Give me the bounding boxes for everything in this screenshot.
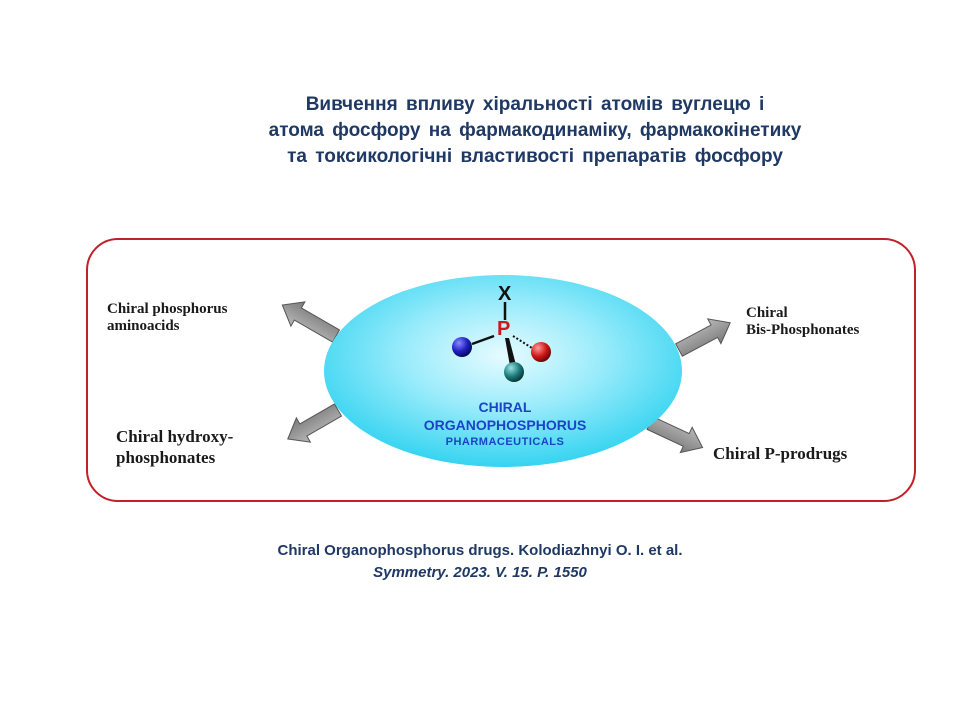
citation-line-2: Symmetry. 2023. V. 15. P. 1550 — [373, 564, 587, 581]
arrow-top-right — [675, 318, 731, 357]
branch-label-bisphosphonates: Chiral Bis-Phosphonates — [746, 305, 859, 339]
branch-label-hydroxyphosphonates-line-1: Chiral hydroxy- — [116, 427, 234, 446]
branch-label-hydroxyphosphonates: Chiral hydroxy- phosphonates — [116, 426, 233, 468]
atom-blue-icon — [452, 337, 472, 357]
arrow-bottom-left — [287, 403, 343, 443]
branch-label-prodrugs-line-1: Chiral P-prodrugs — [713, 444, 848, 463]
branch-label-aminoacids-line-1: Chiral phosphorus — [107, 301, 228, 317]
bond-p-blue — [471, 334, 495, 346]
center-caption: CHIRAL ORGANOPHOSPHORUS PHARMACEUTICALS — [360, 398, 650, 450]
center-caption-line-3: PHARMACEUTICALS — [445, 436, 565, 448]
citation: Chiral Organophosphorus drugs. Kolodiazh… — [200, 540, 760, 584]
branch-label-aminoacids: Chiral phosphorus aminoacids — [107, 301, 227, 335]
citation-line-1: Chiral Organophosphorus drugs. Kolodiazh… — [277, 542, 683, 559]
branch-label-bisphosphonates-line-2: Bis-Phosphonates — [746, 322, 860, 338]
atom-p-label: P — [497, 318, 511, 340]
arrow-bottom-right — [646, 415, 704, 454]
atom-x-label: X — [498, 283, 512, 305]
arrow-top-left — [281, 301, 341, 343]
diagram-frame — [86, 238, 916, 502]
title-line-3: та токсикологічні властивості препаратів… — [287, 146, 783, 167]
center-ellipse — [324, 275, 682, 467]
title-line-1: Вивчення впливу хіральності атомів вугле… — [305, 94, 765, 115]
title-line-2: атома фосфору на фармакодинаміку, фармак… — [268, 120, 802, 141]
branch-label-hydroxyphosphonates-line-2: phosphonates — [116, 448, 216, 467]
bond-p-teal — [505, 338, 516, 366]
slide-title: Вивчення впливу хіральності атомів вугле… — [200, 92, 870, 170]
center-caption-line-2: ORGANOPHOSPHORUS — [423, 417, 587, 433]
branch-label-aminoacids-line-2: aminoacids — [107, 318, 180, 334]
atom-teal-icon — [504, 362, 524, 382]
atom-red-icon — [531, 342, 551, 362]
center-caption-line-1: CHIRAL — [478, 399, 532, 415]
branch-label-prodrugs: Chiral P-prodrugs — [713, 443, 847, 464]
branch-label-bisphosphonates-line-1: Chiral — [746, 305, 788, 321]
